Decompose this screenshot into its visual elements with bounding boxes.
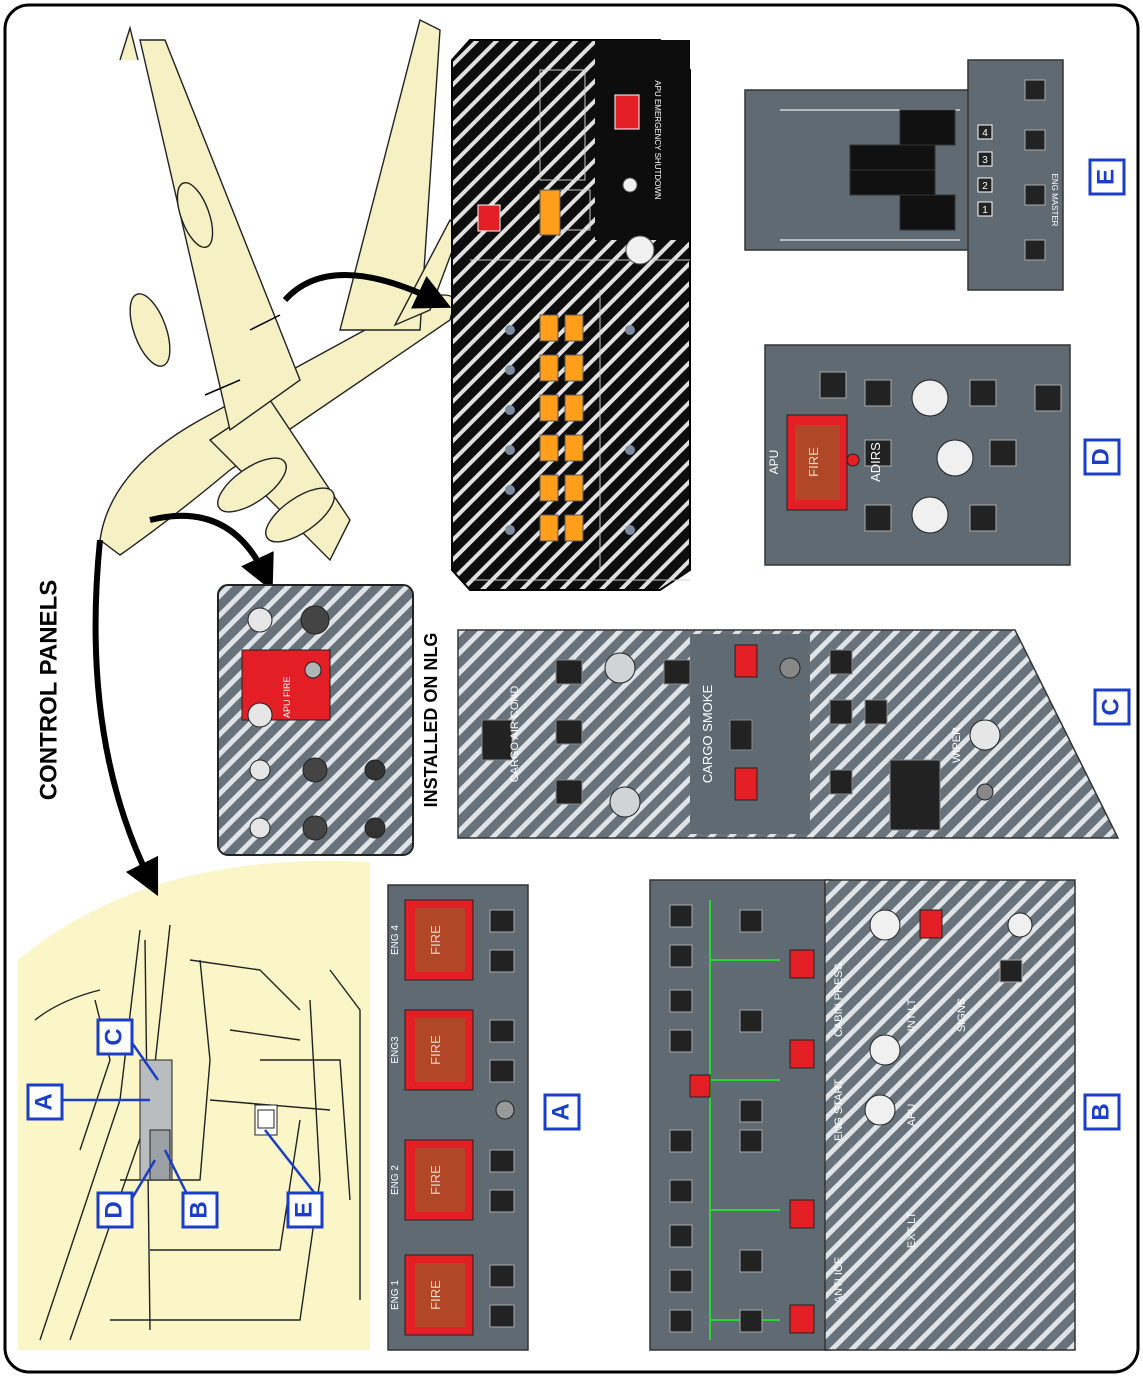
callout-d: D [1085, 440, 1119, 474]
svg-text:A: A [30, 1093, 57, 1110]
eng-master-label: ENG MASTER [1050, 174, 1059, 227]
svg-text:2: 2 [982, 181, 988, 192]
callout-b: B [1085, 1095, 1119, 1129]
panel-b-int-lt: INT LT [906, 998, 918, 1031]
svg-text:A: A [547, 1103, 574, 1120]
panel-c-wiper: WIPER [951, 727, 963, 763]
svg-text:1: 1 [982, 205, 988, 216]
eng3-fire-button[interactable]: FIRE [405, 1010, 473, 1090]
panel-c: CARGO SMOKE CARGO AIR COND WIPER C [458, 630, 1129, 838]
panel-b-cabin-press: CABIN PRESS [833, 963, 845, 1037]
callout-d-cockpit: D [98, 1193, 132, 1227]
nlg-apu-fire-label: APU FIRE [282, 676, 292, 718]
panel-b-signs: SIGNS [956, 998, 968, 1032]
panel-c-cargo-air-cond: CARGO AIR COND [509, 686, 521, 783]
callout-a: A [545, 1095, 579, 1129]
overhead-panel: APU EMERGENCY SHUTDOWN [452, 40, 690, 590]
panel-b-anti-ice: ANTI ICE [833, 1257, 845, 1303]
svg-text:FIRE: FIRE [428, 925, 443, 955]
panel-a-eng4-label: ENG 4 [390, 925, 401, 955]
apu-emergency-shutdown-label: APU EMERGENCY SHUTDOWN [653, 80, 662, 200]
svg-text:C: C [1097, 698, 1124, 715]
panel-a-eng2-label: ENG 2 [390, 1165, 401, 1195]
svg-text:FIRE: FIRE [806, 447, 821, 477]
svg-text:D: D [1087, 448, 1114, 465]
svg-text:FIRE: FIRE [428, 1035, 443, 1065]
panel-b: ANTI ICE ENG START CABIN PRESS APU INT L… [650, 880, 1119, 1350]
callout-e: E [1090, 160, 1124, 194]
callout-a-cockpit: A [28, 1085, 62, 1119]
svg-text:D: D [100, 1201, 127, 1218]
panel-d: FIRE APU ADIRS D [765, 345, 1119, 565]
svg-text:FIRE: FIRE [428, 1165, 443, 1195]
panel-b-eng-start: ENG START [833, 1079, 845, 1141]
eng4-fire-button[interactable]: FIRE [405, 900, 473, 980]
panel-d-adirs-label: ADIRS [868, 442, 883, 482]
nlg-caption: INSTALLED ON NLG [421, 633, 441, 808]
svg-text:B: B [185, 1201, 212, 1218]
eng1-fire-button[interactable]: FIRE [405, 1255, 473, 1335]
svg-text:3: 3 [982, 155, 988, 166]
page-title: CONTROL PANELS [35, 580, 62, 800]
svg-text:E: E [290, 1202, 317, 1218]
svg-text:C: C [100, 1028, 127, 1045]
panel-a-eng3-label: ENG3 [390, 1036, 401, 1064]
callout-e-cockpit: E [288, 1193, 322, 1227]
panel-b-ext-lt: EXT LT [906, 1212, 918, 1249]
svg-text:4: 4 [982, 128, 988, 139]
panel-c-cargo-smoke: CARGO SMOKE [700, 685, 715, 784]
cockpit-view: A C D B E [18, 861, 370, 1350]
panel-a-eng1-label: ENG 1 [390, 1280, 401, 1310]
svg-text:B: B [1087, 1103, 1114, 1120]
svg-text:FIRE: FIRE [428, 1280, 443, 1310]
panel-b-apu: APU [906, 1104, 918, 1127]
eng2-fire-button[interactable]: FIRE [405, 1140, 473, 1220]
callout-c: C [1095, 690, 1129, 724]
svg-text:E: E [1092, 169, 1119, 185]
callout-c-cockpit: C [98, 1020, 132, 1054]
apu-fire-button[interactable]: FIRE [787, 415, 847, 510]
callout-b-cockpit: B [183, 1193, 217, 1227]
nlg-panel: APU FIRE [218, 585, 413, 855]
panel-d-apu-label: APU [767, 450, 781, 475]
